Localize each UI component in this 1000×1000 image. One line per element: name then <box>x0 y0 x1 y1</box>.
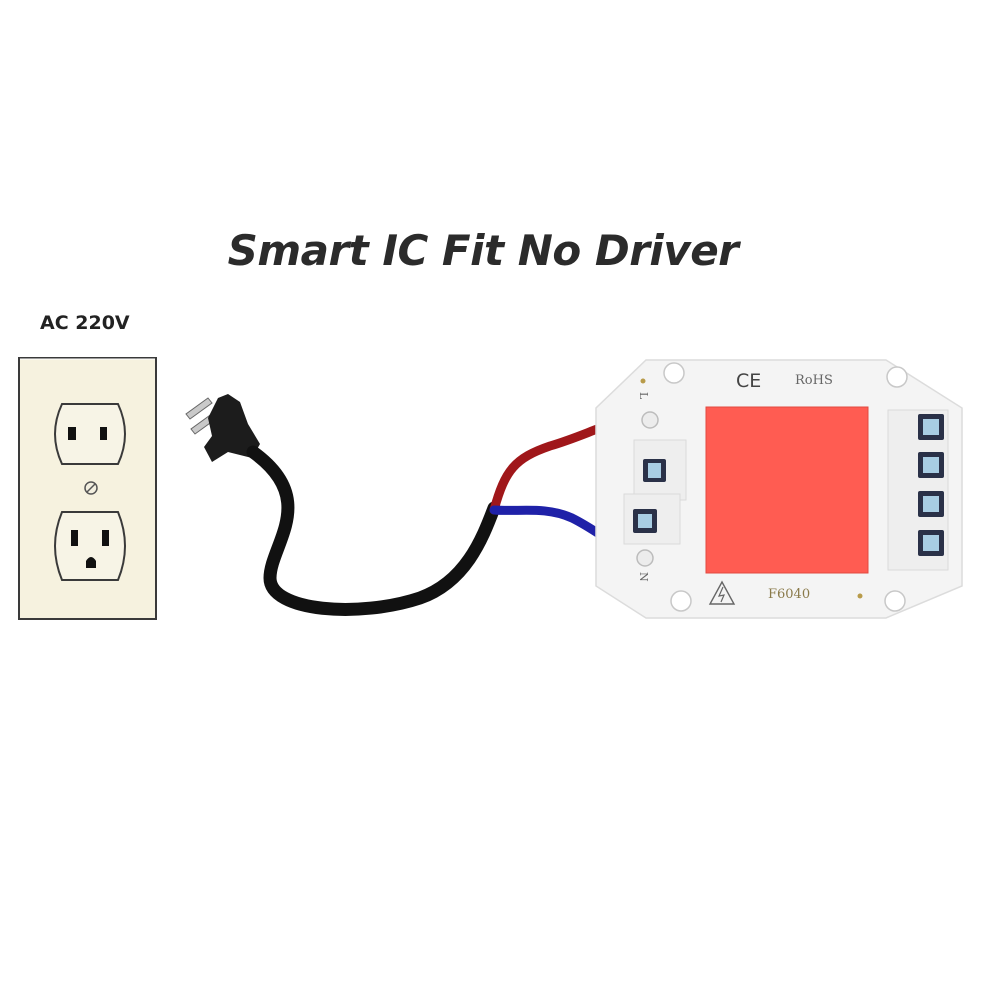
high-voltage-warning-icon <box>708 580 736 605</box>
mounting-hole <box>884 590 906 612</box>
smd-chip <box>643 459 666 482</box>
neutral-solder-terminal <box>636 549 654 567</box>
model-number: F6040 <box>768 587 810 602</box>
ce-mark: CE <box>736 370 761 392</box>
headline: Smart IC Fit No Driver <box>227 226 739 275</box>
outlet-voltage-label: AC 220V <box>40 312 130 334</box>
duplex-outlet-icon <box>18 357 157 620</box>
mounting-hole <box>886 366 908 388</box>
smd-chip <box>633 509 657 533</box>
smd-chip <box>918 530 944 556</box>
smd-chip <box>918 491 944 517</box>
power-cable <box>246 445 501 616</box>
live-solder-terminal <box>641 411 659 429</box>
power-plug-icon <box>185 394 260 462</box>
led-emitter <box>705 406 869 574</box>
rohs-mark: RoHS <box>795 373 833 388</box>
mounting-hole <box>663 362 685 384</box>
smd-chip <box>918 414 944 440</box>
live-terminal-label: L <box>637 392 650 400</box>
smd-chip <box>918 452 944 478</box>
led-cob-board: CE RoHS L N F6040 <box>595 359 963 619</box>
neutral-terminal-label: N <box>637 572 650 582</box>
mounting-hole <box>670 590 692 612</box>
